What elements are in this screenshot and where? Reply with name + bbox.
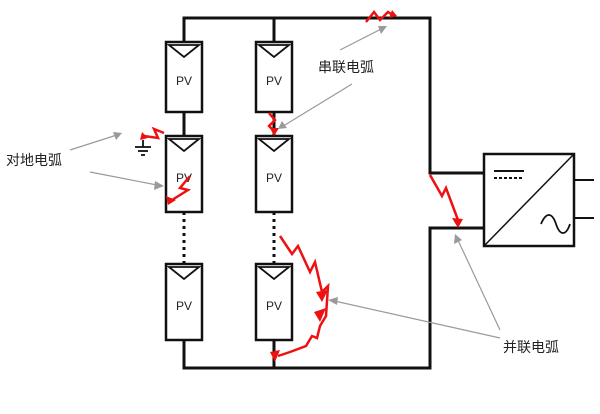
pointer-parallel-1: [455, 235, 501, 331]
pointer-lines: [69, 26, 501, 339]
arc-ground: [143, 126, 165, 140]
pv-module-s1-1: PV: [164, 40, 204, 114]
dotted-continuations: [182, 212, 276, 264]
ground-icon: [135, 140, 151, 156]
pv-module-s2-2: PV: [254, 134, 294, 214]
pv-label: PV: [266, 299, 282, 313]
arrowhead: [314, 308, 326, 322]
pointer-heads: [113, 26, 462, 305]
pv-module-s2-1: PV: [254, 40, 294, 114]
ac-symbol-icon: [540, 214, 571, 234]
arc-series-topbus: [365, 9, 395, 23]
arc-parallel-right: [428, 174, 460, 221]
pv-label: PV: [266, 171, 282, 185]
label-series-arc: 串联电弧: [318, 60, 374, 76]
arrowhead: [328, 297, 338, 305]
arrowhead: [316, 290, 328, 302]
arrowhead: [278, 121, 287, 129]
inverter-diagonal: [483, 153, 575, 247]
pv-module-s2-3: PV: [254, 262, 294, 342]
arrowhead: [113, 132, 122, 140]
arrowhead: [270, 350, 280, 362]
pointer-series-1: [339, 26, 386, 51]
pointer-ground-2: [89, 171, 163, 187]
arc-parallel-s2: [277, 235, 330, 358]
pv-module-s1-3: PV: [164, 262, 204, 342]
arrowhead: [166, 196, 176, 205]
pointer-ground-1: [69, 133, 121, 151]
label-parallel-arc: 并联电弧: [503, 340, 559, 356]
arrowhead: [454, 234, 462, 244]
arrowhead: [378, 26, 387, 34]
arc-arrowheads: [140, 10, 463, 362]
pointer-parallel-2: [329, 299, 501, 339]
inverter: [482, 152, 594, 248]
arrowhead: [140, 132, 148, 140]
pv-label: PV: [176, 299, 192, 313]
pv-label: PV: [176, 74, 192, 88]
arrowhead: [452, 218, 463, 228]
dc-symbol-icon: [494, 170, 524, 179]
pv-label: PV: [266, 74, 282, 88]
label-ground-arc: 对地电弧: [6, 153, 62, 169]
arc-in-module: [171, 175, 192, 202]
arrowhead: [270, 128, 279, 136]
pv-label: PV: [176, 171, 192, 185]
pointer-series-2: [279, 83, 353, 129]
arrowhead: [389, 10, 397, 18]
arrowhead: [154, 181, 164, 190]
